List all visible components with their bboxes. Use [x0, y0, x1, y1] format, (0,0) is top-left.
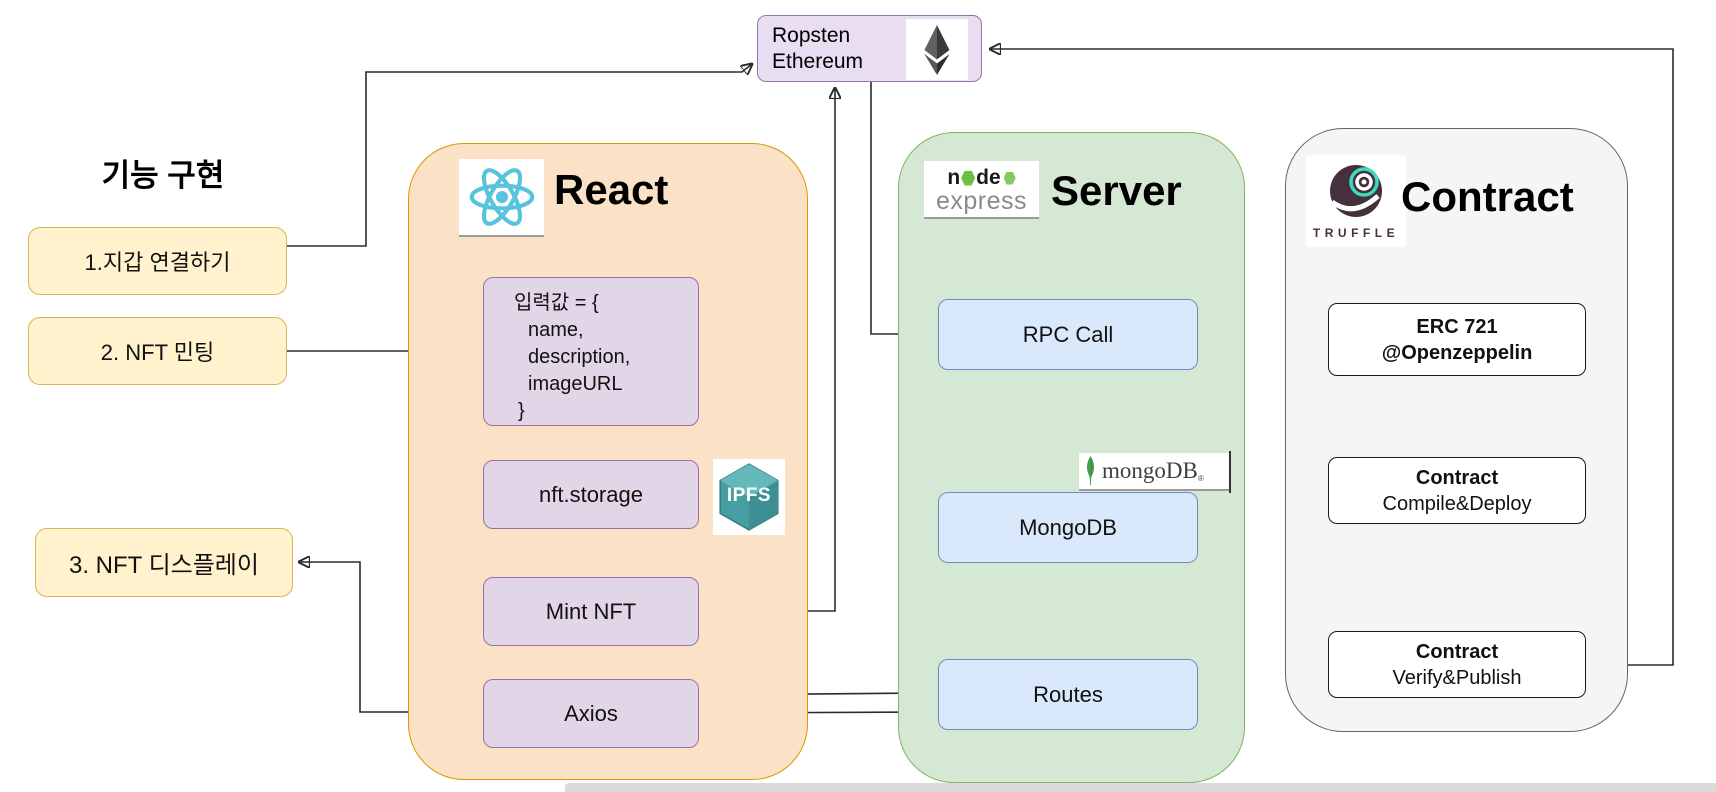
mint-nft-label: Mint NFT: [545, 598, 637, 624]
verify-publish-label: Verify&Publish: [1392, 666, 1522, 689]
rpc-call-label: RPC Call: [1022, 321, 1114, 347]
cursor-artifact: [1229, 451, 1231, 493]
feature-item-wallet-connect: 1.지갑 연결하기: [28, 227, 287, 295]
input-line: name,: [528, 319, 584, 341]
react-title: React: [554, 166, 669, 213]
feature-item-label: 3. NFT 디스플레이: [69, 552, 259, 579]
ropsten-label: Ropsten Ethereum: [758, 23, 863, 75]
feature-item-label: 1.지갑 연결하기: [84, 250, 231, 275]
routes-label: Routes: [1033, 681, 1103, 707]
ipfs-icon: IPFS: [713, 459, 785, 535]
input-line: }: [518, 400, 525, 422]
ethereum-icon: [906, 19, 968, 80]
contract-verify-publish-node: Contract Verify&Publish: [1328, 631, 1586, 698]
react-container: React 입력값 = { name, description, imageUR…: [408, 143, 808, 780]
contract-label: Contract: [1415, 640, 1499, 663]
compile-deploy-label: Compile&Deploy: [1382, 492, 1532, 515]
input-line: description,: [528, 346, 631, 368]
nodejs-hexagon-icon: [1003, 171, 1016, 185]
erc721-label: ERC 721: [1416, 315, 1498, 338]
erc721-openzeppelin-node: ERC 721 @Openzeppelin: [1328, 303, 1586, 376]
input-line: 입력값 = {: [514, 292, 599, 314]
rpc-call-node: RPC Call: [938, 299, 1198, 370]
express-logo-text: express: [935, 187, 1028, 215]
nft-storage-node: nft.storage: [483, 460, 699, 529]
react-logo-icon: [459, 159, 544, 237]
node-logo-text: n: [947, 166, 961, 189]
node-logo-text: de: [976, 166, 1001, 189]
feature-item-label: 2. NFT 민팅: [100, 340, 215, 365]
contract-title: Contract: [1401, 173, 1574, 220]
mongodb-logo-icon: mongoDB ®: [1079, 451, 1231, 493]
mongodb-node: MongoDB: [938, 492, 1198, 563]
mongodb-label: MongoDB: [1019, 514, 1117, 540]
feature-item-nft-display: 3. NFT 디스플레이: [35, 528, 293, 597]
axios-node: Axios: [483, 679, 699, 748]
server-title: Server: [1051, 167, 1182, 214]
ropsten-label-line2: Ethereum: [772, 49, 864, 73]
truffle-logo-icon: TRUFFLE: [1306, 155, 1406, 247]
registered-mark: ®: [1197, 474, 1204, 483]
node-hexagon-icon: [961, 170, 976, 186]
bottom-scrollbar[interactable]: [565, 783, 1716, 792]
nft-storage-label: nft.storage: [539, 481, 643, 507]
contract-container: TRUFFLE Contract ERC 721 @Openzeppelin C…: [1285, 128, 1628, 732]
ropsten-ethereum-node: Ropsten Ethereum: [757, 15, 982, 82]
axios-label: Axios: [564, 700, 618, 726]
feature-heading: 기능 구현: [101, 158, 225, 193]
mint-nft-node: Mint NFT: [483, 577, 699, 646]
feature-item-nft-minting: 2. NFT 민팅: [28, 317, 287, 385]
openzeppelin-label: @Openzeppelin: [1381, 341, 1533, 364]
ropsten-label-line1: Ropsten: [772, 23, 851, 47]
input-values-node: 입력값 = { name, description, imageURL }: [483, 277, 699, 426]
truffle-logo-text: TRUFFLE: [1312, 226, 1400, 240]
contract-compile-deploy-node: Contract Compile&Deploy: [1328, 457, 1586, 524]
routes-node: Routes: [938, 659, 1198, 730]
input-line: imageURL: [528, 373, 623, 395]
contract-label: Contract: [1415, 466, 1499, 489]
mongodb-logo-text: mongoDB: [1102, 458, 1198, 483]
ipfs-label: IPFS: [726, 485, 772, 506]
